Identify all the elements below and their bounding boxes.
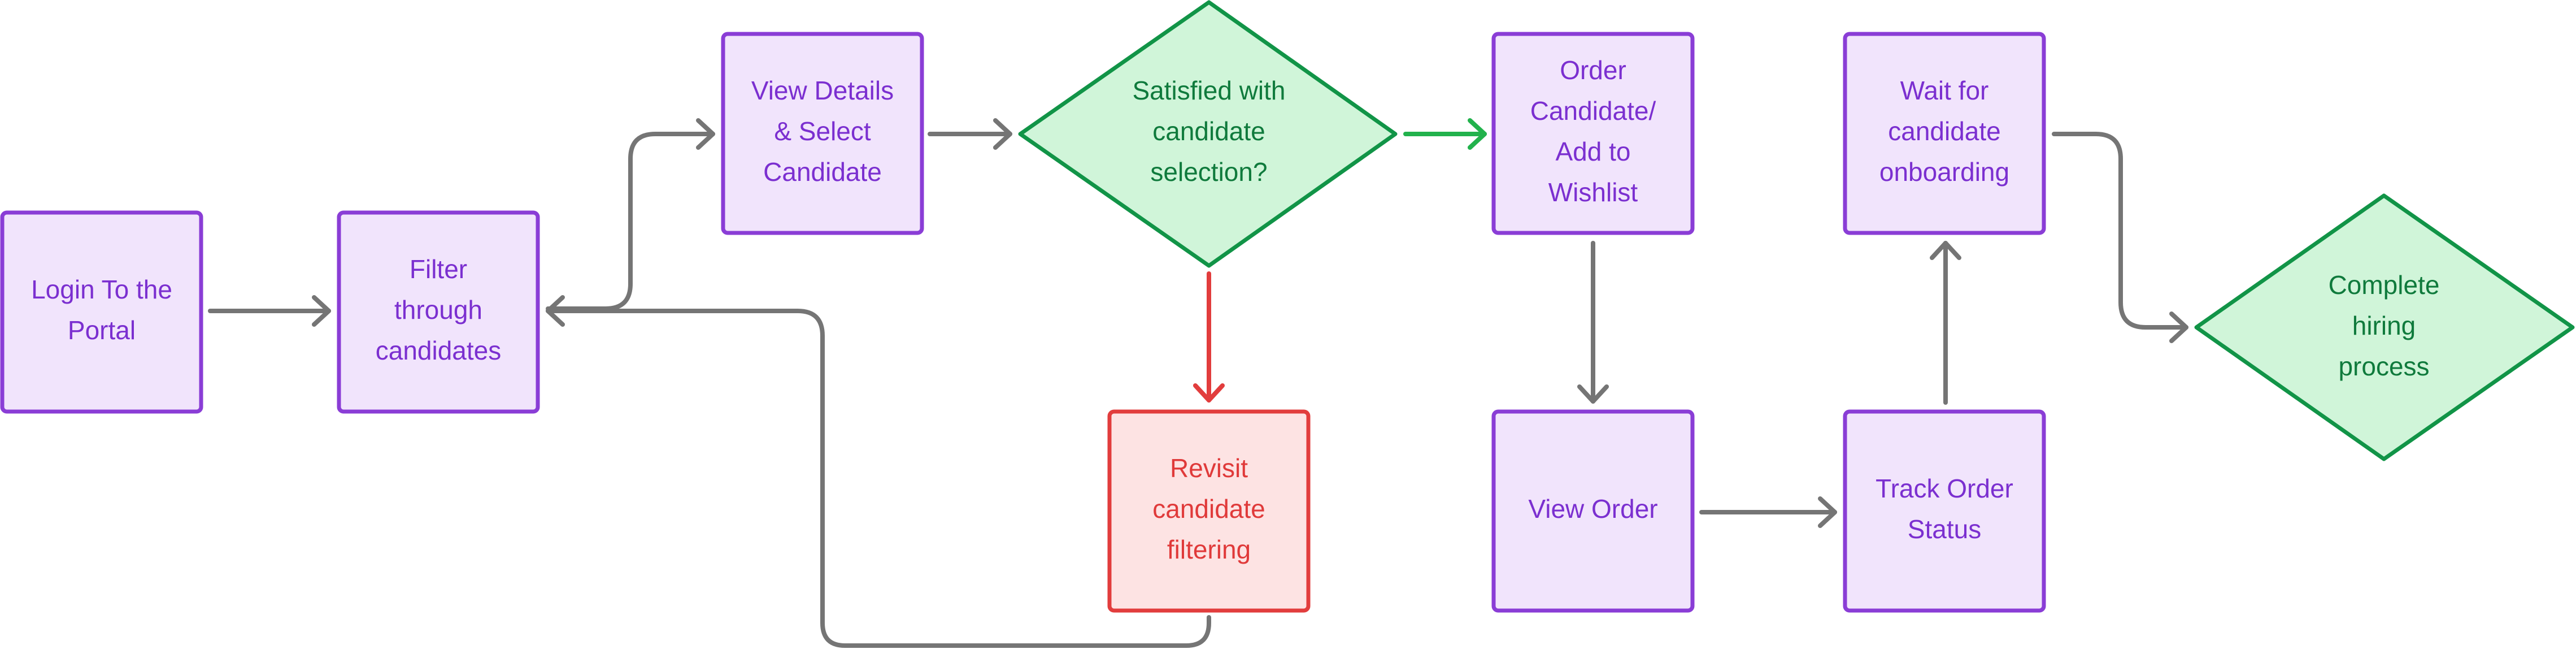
node-label-line: Complete (2329, 270, 2440, 300)
node-label-line: Wait for (1900, 76, 1989, 105)
node-label-line: candidate (1888, 116, 2001, 146)
node-label-line: Revisit (1170, 453, 1248, 483)
node-satisfied-label: Satisfied with candidate selection? (1132, 76, 1285, 187)
node-label-line: Satisfied with (1132, 76, 1285, 105)
node-label-line: Status (1908, 514, 1981, 544)
edge-view-details-to-satisfied (928, 118, 1012, 150)
node-filter-label: Filter through candidates (376, 254, 502, 365)
node-label-line: View Order (1528, 494, 1657, 523)
node-label-line: Track Order (1876, 474, 2013, 503)
node-revisit: Revisit candidate filtering (1107, 409, 1311, 613)
node-complete-label: Complete hiring process (2329, 270, 2440, 381)
edge-wait-to-complete (2052, 132, 2188, 343)
node-wait-onboarding: Wait for candidate onboarding (1843, 32, 2046, 235)
node-label-line: through (394, 295, 482, 324)
node-label-line: Filter (410, 254, 467, 284)
node-label-line: filtering (1167, 535, 1251, 564)
node-label-line: Add to (1556, 137, 1631, 166)
node-label-line: Order (1560, 55, 1626, 85)
edge-filter-to-view-details (546, 118, 715, 311)
node-label-line: & Select (774, 116, 871, 146)
edge-satisfied-to-order (1403, 118, 1487, 150)
node-label-line: Wishlist (1548, 178, 1638, 207)
edge-satisfied-to-revisit (1193, 271, 1225, 403)
edge-track-to-wait (1930, 241, 1961, 405)
node-label-line: hiring (2352, 311, 2416, 340)
node-revisit-label: Revisit candidate filtering (1152, 453, 1265, 564)
node-label-line: View Details (751, 76, 894, 105)
node-satisfied-decision: Satisfied with candidate selection? (1018, 0, 1398, 268)
node-label-line: selection? (1150, 157, 1267, 187)
edge-revisit-to-filter (546, 295, 1211, 648)
node-view-order-label: View Order (1528, 494, 1657, 523)
node-label-line: candidates (376, 336, 502, 365)
edge-order-to-view-order (1577, 241, 1609, 404)
node-wait-label: Wait for candidate onboarding (1879, 76, 2009, 187)
node-label-line: candidate (1152, 116, 1265, 146)
node-view-order: View Order (1491, 409, 1695, 613)
node-label-line: Candidate (763, 157, 882, 187)
node-label-line: Candidate/ (1530, 96, 1656, 126)
node-filter: Filter through candidates (337, 210, 540, 414)
node-complete-decision: Complete hiring process (2194, 193, 2575, 461)
edge-login-to-filter (208, 295, 331, 327)
node-label-line: Login To the (31, 275, 172, 304)
node-label-line: onboarding (1879, 157, 2009, 187)
node-label-line: Portal (68, 315, 136, 345)
edge-view-order-to-track (1699, 496, 1837, 528)
node-label-line: process (2338, 352, 2429, 381)
node-label-line: candidate (1152, 494, 1265, 523)
